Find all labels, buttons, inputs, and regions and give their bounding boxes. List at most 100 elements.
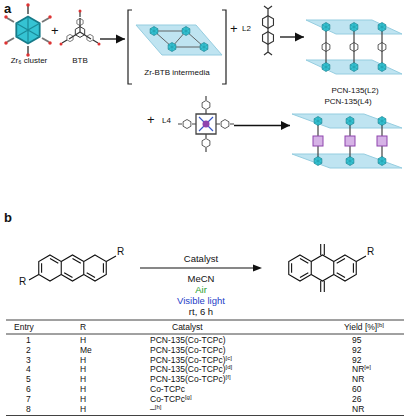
cluster — [378, 23, 386, 32]
table-cell: H — [80, 395, 86, 405]
panel-letter: a — [4, 1, 11, 16]
nitrogen-bond — [199, 117, 213, 131]
condition-text: Air — [195, 284, 207, 295]
table-cell: NR — [352, 405, 364, 415]
footnote-mark: [c] — [226, 355, 232, 361]
reaction-arrow — [140, 267, 254, 268]
table-text: PCN-135(Co-TCPc) — [150, 335, 226, 345]
table-cell: 95 — [352, 336, 361, 346]
btb-ring — [67, 34, 73, 41]
porphyrin-pillar — [313, 136, 323, 146]
btb-ring — [77, 18, 83, 25]
table-cell: Entry — [14, 323, 34, 333]
table-cell: 1 — [26, 336, 31, 346]
table-text: H — [80, 364, 86, 374]
structure-node: L2 — [240, 4, 280, 60]
table-cell: Catalyst — [172, 323, 203, 333]
substituent-label: R — [117, 246, 124, 257]
table-text: 92 — [352, 355, 361, 365]
l4-bonds — [178, 96, 234, 152]
table-cell: 26 — [352, 395, 361, 405]
table-text: Co-TCPc — [150, 384, 185, 394]
footnote-mark: [g] — [185, 394, 192, 400]
table-text: PCN-135(Co-TCPc) — [150, 364, 226, 374]
structure-node: Zr₆ cluster — [4, 10, 54, 68]
table-text: Yield [%] — [344, 322, 377, 332]
plus-sign: + — [147, 113, 155, 127]
porphyrin-ring — [196, 114, 216, 134]
structure-node: PCN-135(L4) — [290, 97, 406, 172]
porphyrin-pillar — [345, 136, 355, 146]
condition-text: rt, 6 h — [189, 306, 213, 317]
pillar — [326, 27, 382, 67]
table-cell: 3 — [26, 356, 31, 366]
table-text: Entry — [14, 322, 34, 332]
table-cell: 7 — [26, 395, 31, 405]
pillar-ring — [322, 43, 330, 52]
table-cell: H — [80, 336, 86, 346]
table-cell: H — [80, 405, 86, 415]
table-text: H — [80, 355, 86, 365]
oxygen-dot — [6, 5, 50, 55]
table-cell: Me — [80, 346, 92, 356]
phenyl-ring — [202, 139, 210, 148]
l2-bonds — [264, 6, 272, 55]
table-text: 3 — [26, 355, 31, 365]
layer-slab — [136, 25, 222, 55]
cluster — [322, 63, 330, 72]
table-text: – — [150, 404, 155, 414]
substituent-label: R — [367, 246, 374, 257]
table-cell: Yield [%][b] — [344, 323, 384, 334]
reaction-arrow — [100, 38, 125, 39]
phenyl-ring — [183, 120, 191, 129]
table-cell: 2 — [26, 346, 31, 356]
cluster — [168, 43, 176, 52]
pillar-ring — [350, 43, 358, 52]
table-text: 6 — [26, 384, 31, 394]
cluster — [182, 27, 190, 36]
table-cell: R — [80, 323, 86, 333]
pillar-ring — [378, 43, 386, 52]
footnote-mark: [f] — [226, 374, 231, 380]
table-cell: PCN-135(Co-TCPc) — [150, 346, 226, 356]
table-text: 26 — [352, 394, 361, 404]
table-text: PCN-135(Co-TCPc) — [150, 355, 226, 365]
table-text: H — [80, 394, 86, 404]
btb-bonds — [62, 12, 98, 43]
btb-ring — [87, 34, 93, 41]
structure-label: L2 — [242, 24, 251, 34]
table-text: H — [80, 374, 86, 384]
table-text: 8 — [26, 404, 31, 414]
cluster — [200, 43, 208, 52]
cluster — [378, 157, 386, 166]
table-text: 92 — [352, 345, 361, 355]
table-text: NR — [352, 374, 364, 384]
cluster — [350, 63, 358, 72]
table-text: H — [80, 335, 86, 345]
cluster — [314, 117, 322, 126]
table-text: 95 — [352, 335, 361, 345]
footnote-mark: [d] — [226, 364, 233, 370]
table-cell: 92 — [352, 346, 361, 356]
structure-label: PCN-135(L2) — [304, 86, 406, 96]
carboxylate-arm — [7, 6, 49, 54]
table-cell: Co-TCPc — [150, 385, 185, 395]
plus-sign: + — [230, 22, 238, 36]
phenyl-ring — [221, 120, 229, 129]
cluster — [150, 27, 158, 36]
table-cell: 60 — [352, 385, 361, 395]
table-rule — [6, 320, 404, 416]
table-cell: H — [80, 385, 86, 395]
table-cell: 8 — [26, 405, 31, 415]
structure-label: L4 — [162, 116, 171, 126]
cluster — [346, 117, 354, 126]
arrow-head — [253, 265, 262, 272]
table-text: PCN-135(Co-TCPc) — [150, 374, 226, 384]
table-cell: 6 — [26, 385, 31, 395]
footnote-mark: [e] — [364, 364, 371, 370]
btb-ring — [75, 27, 84, 38]
cluster — [378, 63, 386, 72]
table-cell: –[h] — [150, 405, 161, 416]
table-text: NR — [352, 364, 364, 374]
reaction-arrow — [234, 125, 290, 126]
